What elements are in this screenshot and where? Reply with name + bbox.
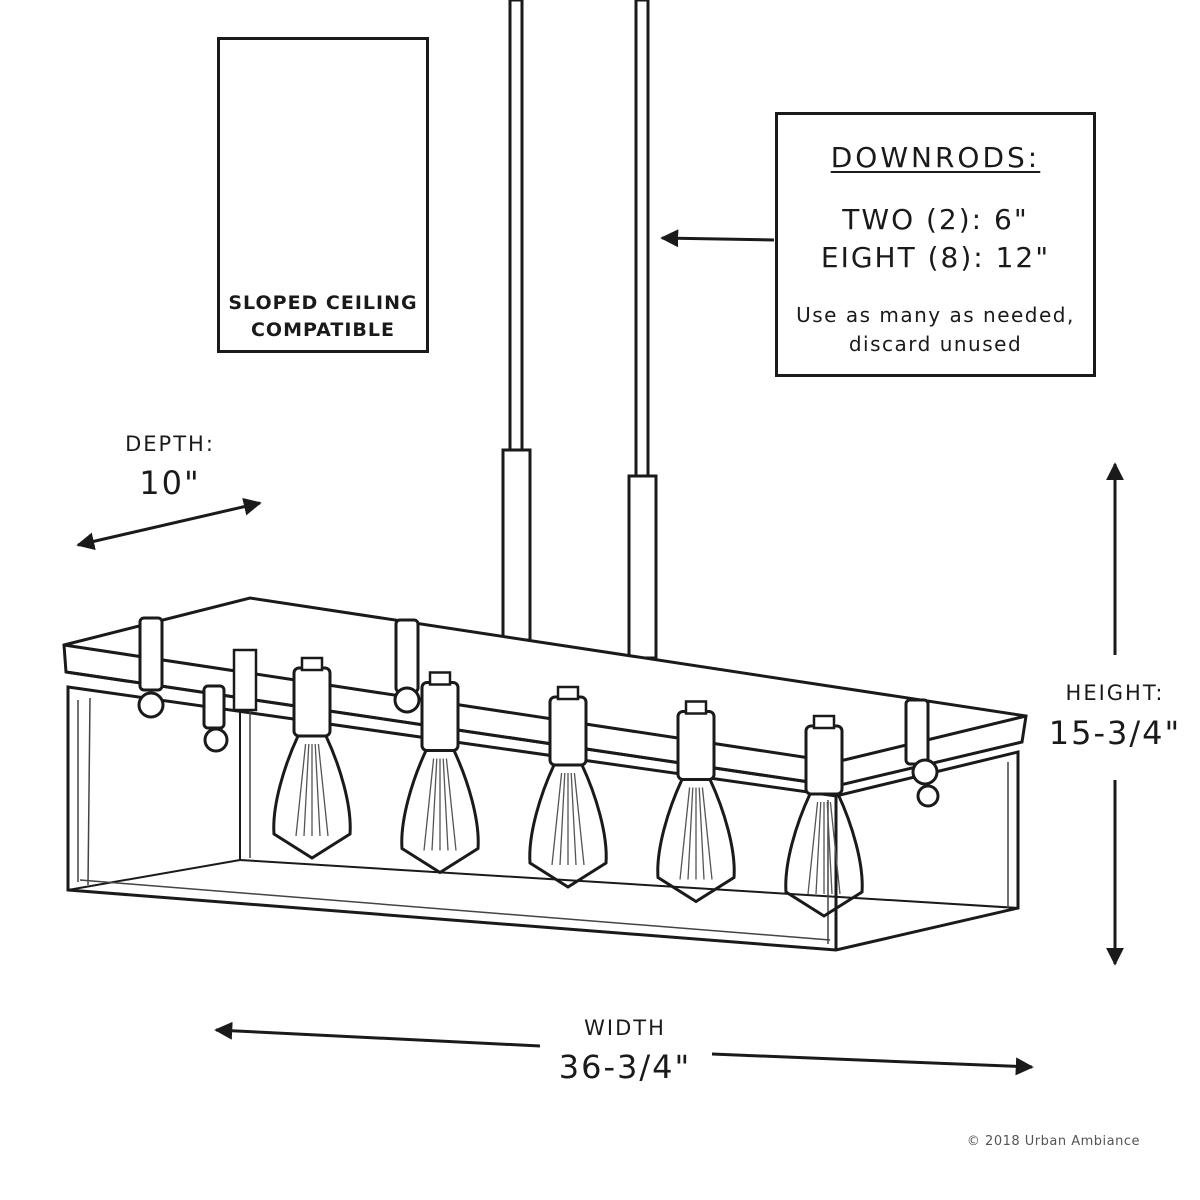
bulb-filament <box>687 787 694 880</box>
bulb-filament <box>698 787 705 880</box>
bulb-filament <box>314 743 321 837</box>
bulbs <box>272 656 864 918</box>
bulb-filament <box>701 787 713 880</box>
sloped-ceiling-line1: SLOPED CEILING <box>228 292 418 314</box>
downrods-line1: TWO (2): 6" <box>842 203 1029 236</box>
downrod-right <box>634 0 650 480</box>
downrods-note1: Use as many as needed, <box>796 303 1075 327</box>
downrods-note2: discard unused <box>848 332 1023 356</box>
bulb-filament <box>829 801 841 895</box>
bulb-filament <box>570 772 577 866</box>
sloped-ceiling-line2: COMPATIBLE <box>250 319 395 341</box>
bulb-socket <box>676 710 716 781</box>
bulb <box>528 685 608 889</box>
bulb-cap <box>684 700 708 715</box>
downrod-left <box>508 0 524 454</box>
bulb-filament <box>815 801 822 895</box>
bulb-filament <box>295 743 307 837</box>
sloped-ceiling-box: SLOPED CEILING COMPATIBLE <box>217 37 429 353</box>
bulb-cap <box>556 685 580 701</box>
bulb-filament <box>551 772 563 866</box>
bulb-filament <box>445 758 457 851</box>
downrod-sleeve-right <box>627 474 658 660</box>
bulb <box>656 700 736 904</box>
width-arrow-left <box>214 1021 541 1048</box>
downrods-line2: EIGHT (8): 12" <box>820 241 1051 274</box>
bulb-filament <box>431 758 438 851</box>
bulb-glass <box>400 749 480 875</box>
bulb-cap <box>300 656 324 672</box>
bulb-filament <box>679 787 691 880</box>
bulb-socket <box>804 724 844 796</box>
bulb-glass <box>528 763 608 889</box>
bulb-cap <box>812 714 836 730</box>
bulb-filament <box>317 743 329 837</box>
bulb-filament <box>807 801 819 895</box>
bulb-filament <box>826 801 833 895</box>
downrods-pointer-arrow <box>660 229 775 248</box>
downrod-sleeve-left <box>501 448 532 642</box>
downrods <box>501 0 658 660</box>
width-label: WIDTH <box>584 1016 666 1040</box>
depth-arrow <box>76 497 262 551</box>
downrods-box: DOWNRODS: TWO (2): 6" EIGHT (8): 12" Use… <box>775 112 1096 377</box>
bulb-glass <box>272 734 352 860</box>
bulb <box>400 671 480 875</box>
mounting-clips <box>137 616 940 808</box>
bulb-glass <box>656 778 736 904</box>
width-value: 36-3/4" <box>558 1048 692 1086</box>
copyright: © 2018 Urban Ambiance <box>966 1134 1140 1149</box>
width-arrow-right <box>711 1052 1034 1076</box>
bulb-filament <box>423 758 435 851</box>
bulb-filament <box>442 758 449 851</box>
bulb-socket <box>420 681 460 752</box>
bulb-socket <box>292 666 332 738</box>
height-label: HEIGHT: <box>1065 681 1165 705</box>
bulb-glass <box>784 792 864 918</box>
bulb <box>272 656 352 860</box>
fixture-body <box>62 596 1028 952</box>
bulb <box>784 714 864 918</box>
depth-value: 10" <box>139 464 201 502</box>
downrods-title: DOWNRODS: <box>830 141 1041 174</box>
bulb-filament <box>573 772 585 866</box>
depth-label: DEPTH: <box>125 432 215 456</box>
height-value: 15-3/4" <box>1048 714 1182 752</box>
bulb-filament <box>303 743 310 837</box>
bulb-cap <box>428 671 452 686</box>
bulb-socket <box>548 695 588 767</box>
bulb-filament <box>559 772 566 866</box>
